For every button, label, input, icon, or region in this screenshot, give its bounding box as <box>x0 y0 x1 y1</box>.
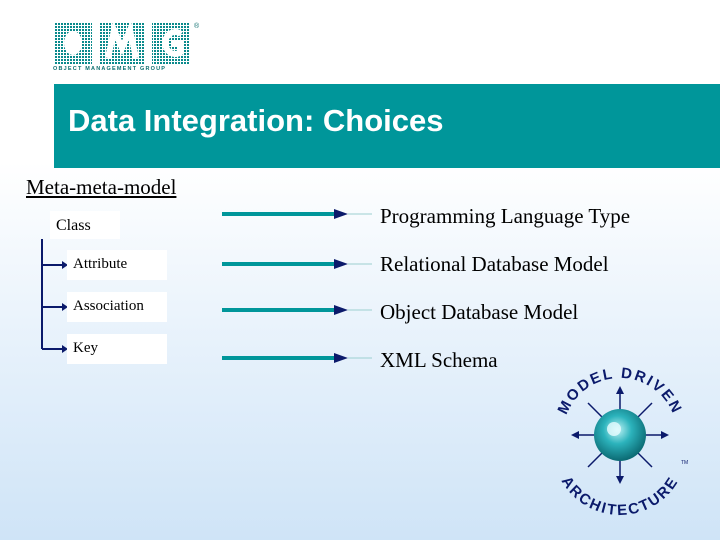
class-box: Class <box>50 211 120 239</box>
trademark-symbol: ® <box>194 22 200 30</box>
arrow-3 <box>222 305 372 315</box>
omg-logo: ® <box>54 20 200 64</box>
choice-xml-schema: XML Schema <box>380 348 498 372</box>
association-box: Association <box>67 292 167 322</box>
choice-object-database-model: Object Database Model <box>380 300 579 324</box>
page-title: Data Integration: Choices <box>68 103 444 138</box>
arrow-2 <box>222 259 372 269</box>
arrow-4 <box>222 353 372 363</box>
key-box: Key <box>67 334 167 364</box>
title-bar: Data Integration: Choices <box>54 84 720 168</box>
choice-relational-database-model: Relational Database Model <box>380 252 609 276</box>
choice-programming-language-type: Programming Language Type <box>380 204 631 228</box>
arrow-1 <box>222 209 372 219</box>
attribute-box: Attribute <box>67 250 167 280</box>
mda-trademark: TM <box>681 460 688 466</box>
mda-logo: MODEL DRIVEN ARCHITECTURE TM <box>554 365 688 519</box>
meta-meta-model-label: Meta-meta-model <box>26 175 177 199</box>
logo-subtitle: OBJECT MANAGEMENT GROUP <box>53 66 167 72</box>
